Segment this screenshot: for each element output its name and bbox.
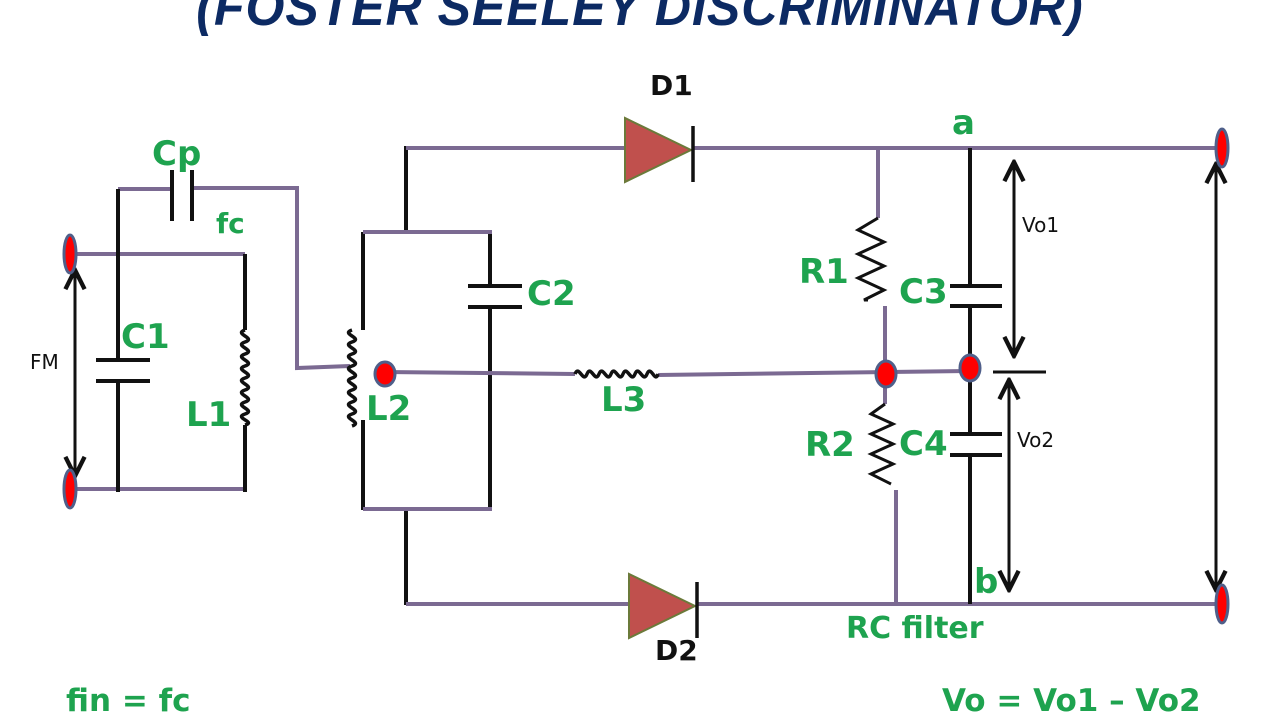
inductor-l1 (239, 328, 251, 427)
l2-center-tap-node (373, 360, 397, 388)
diode-d1 (624, 116, 695, 184)
inductor-l2 (346, 328, 358, 428)
label-l1: L1 (186, 395, 232, 435)
resistor-r1 (854, 216, 888, 302)
label-c4: C4 (899, 424, 948, 464)
label-c1: C1 (121, 317, 170, 357)
label-d2: D2 (655, 634, 698, 667)
output-terminal-top (1214, 127, 1230, 169)
r-junction-node (874, 359, 898, 389)
resistor-r2 (867, 402, 897, 486)
output-equation: Vo = Vo1 – Vo2 (942, 683, 1201, 719)
label-cp: Cp (152, 134, 202, 174)
terminals (62, 127, 1230, 625)
node-label-b: b (974, 562, 999, 602)
label-l2: L2 (366, 389, 412, 429)
diode-d2 (628, 572, 699, 640)
center-tap-wire (383, 370, 576, 376)
node-label-a: a (952, 103, 975, 143)
label-c2: C2 (527, 274, 576, 314)
label-r1: R1 (799, 252, 849, 292)
capacitor-c2 (468, 284, 522, 309)
label-vo1: Vo1 (1022, 213, 1060, 237)
label-d1: D1 (650, 69, 693, 102)
input-tank-wires (116, 189, 247, 492)
label-r2: R2 (805, 425, 855, 465)
inductor-l3 (573, 369, 660, 379)
capacitor-c1 (96, 358, 150, 383)
label-c3: C3 (899, 272, 948, 312)
output-terminal-bottom (1214, 583, 1230, 625)
label-vo2: Vo2 (1017, 428, 1055, 452)
input-terminal-top (62, 233, 78, 275)
l3-wire (657, 369, 969, 377)
label-l3: L3 (601, 380, 647, 420)
capacitor-c3 (950, 284, 1002, 308)
diagram-title: (FOSTER SEELEY DISCRIMINATOR) (196, 0, 1084, 37)
label-fm: FM (30, 350, 59, 374)
c-junction-node (958, 353, 982, 383)
label-fc: fc (216, 207, 245, 240)
input-wires (74, 186, 351, 491)
cp-right-wire (192, 186, 351, 371)
label-rc-filter: RC filter (846, 611, 984, 646)
input-terminal-bottom (62, 468, 78, 510)
secondary-black-wires (361, 146, 492, 605)
input-condition: fin = fc (66, 683, 191, 719)
secondary-purple-wires (363, 146, 1222, 606)
capacitor-c4 (950, 432, 1002, 457)
capacitor-cp (170, 170, 194, 221)
